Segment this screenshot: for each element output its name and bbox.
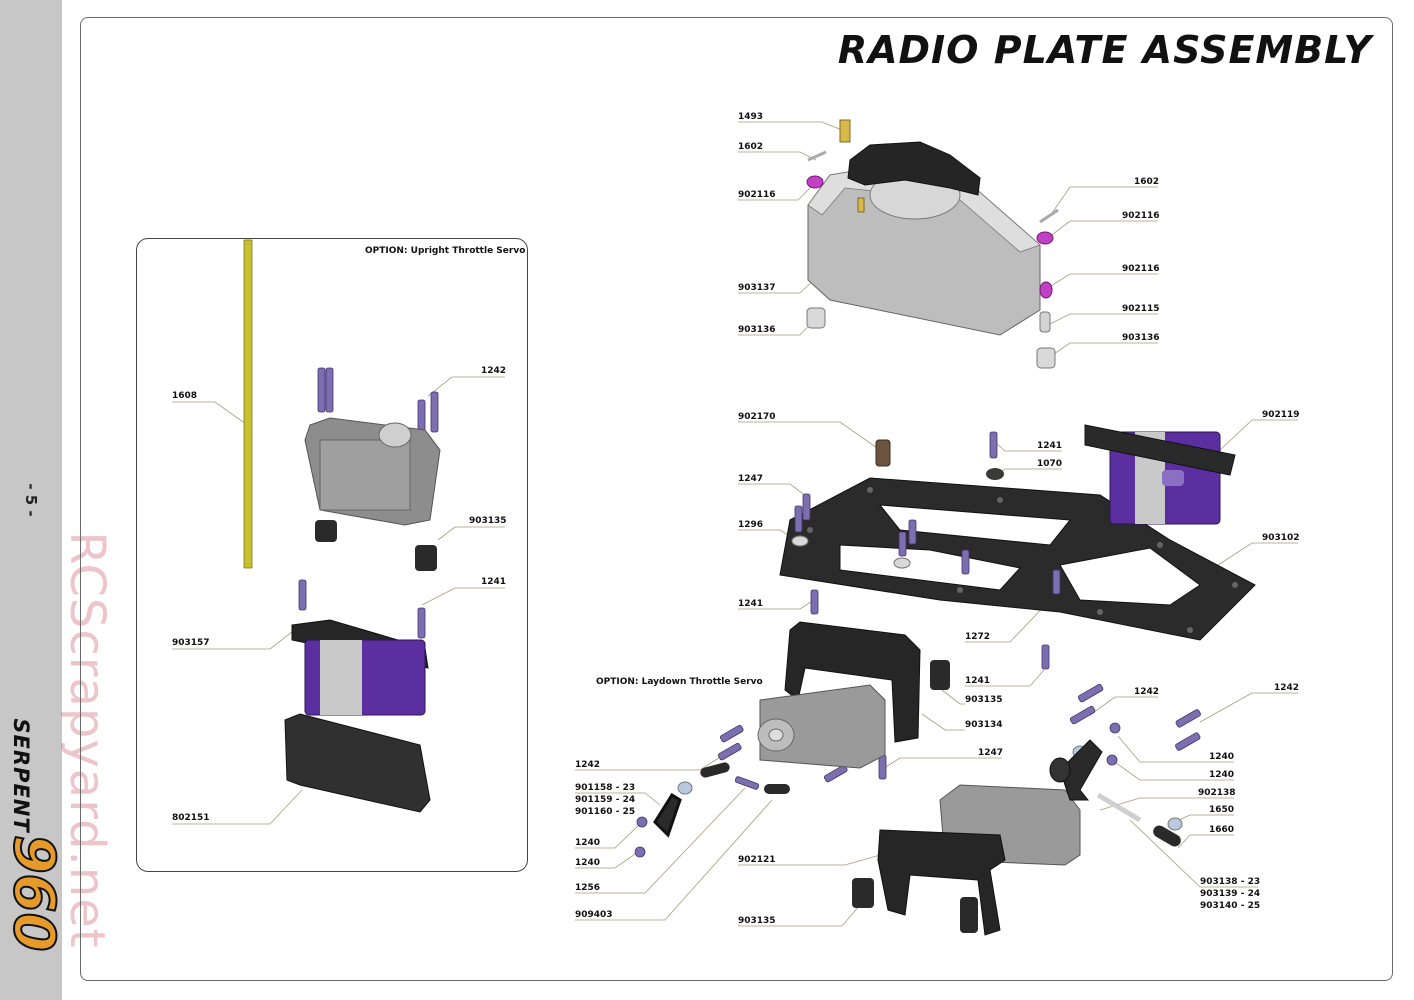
page-title: RADIO PLATE ASSEMBLY <box>837 28 1372 72</box>
part-label-1242: 1242 <box>1274 683 1300 693</box>
lower-servo-mount <box>852 739 1181 936</box>
part-label-1241: 1241 <box>1037 441 1063 451</box>
part-label-1240: 1240 <box>1209 770 1235 780</box>
part-label-1493: 1493 <box>738 112 764 122</box>
part-label-902138: 902138 <box>1198 788 1236 798</box>
part-label-1272: 1272 <box>965 632 991 642</box>
part-label-1242: 1242 <box>1134 687 1160 697</box>
laydown-servo <box>653 621 950 838</box>
part-label-1241: 1241 <box>965 676 991 686</box>
part-label-1240: 1240 <box>1209 752 1235 762</box>
part-label-1242: 1242 <box>575 760 601 770</box>
sidebar: - 5 - SERPENT 960 <box>0 0 67 1000</box>
option-box-upright <box>136 238 528 872</box>
part-label-1242: 1242 <box>481 366 507 376</box>
part-label-903139: 903139 - 24 <box>1200 889 1261 899</box>
part-label-902170: 902170 <box>738 412 776 422</box>
part-label-1070: 1070 <box>1037 459 1063 469</box>
part-label-902116: 902116 <box>1122 264 1160 274</box>
fuel-tank <box>807 119 1041 336</box>
steering-servo <box>986 424 1236 525</box>
tank-hardware <box>806 150 1059 369</box>
part-label-903140: 903140 - 25 <box>1200 901 1261 911</box>
part-label-1650: 1650 <box>1209 805 1235 815</box>
part-label-1256: 1256 <box>575 883 601 893</box>
part-label-903102: 903102 <box>1262 533 1300 543</box>
part-label-903135: 903135 <box>965 695 1003 705</box>
part-label-1247: 1247 <box>738 474 764 484</box>
part-label-903137: 903137 <box>738 283 776 293</box>
part-label-901160: 901160 - 25 <box>575 807 636 817</box>
part-label-1608: 1608 <box>172 391 198 401</box>
part-label-902119: 902119 <box>1262 410 1300 420</box>
part-label-903138: 903138 - 23 <box>1200 877 1261 887</box>
part-label-903136: 903136 <box>1122 333 1160 343</box>
part-label-909403: 909403 <box>575 910 613 920</box>
part-label-902116: 902116 <box>1122 211 1160 221</box>
part-label-903135: 903135 <box>469 516 507 526</box>
part-label-1241: 1241 <box>481 577 507 587</box>
part-label-1602: 1602 <box>738 142 764 152</box>
part-label-901158: 901158 - 23 <box>575 783 636 793</box>
upright-servo-option <box>243 239 441 813</box>
part-label-1660: 1660 <box>1209 825 1235 835</box>
washers <box>677 535 1183 831</box>
part-label-902115: 902115 <box>1122 304 1160 314</box>
part-label-903134: 903134 <box>965 720 1003 730</box>
part-label-1296: 1296 <box>738 520 764 530</box>
part-label-1602: 1602 <box>1134 177 1160 187</box>
diagram-frame <box>80 17 1393 981</box>
part-label-902116: 902116 <box>738 190 776 200</box>
part-label-903135: 903135 <box>738 916 776 926</box>
part-label-1240: 1240 <box>575 838 601 848</box>
option-label-laydown: OPTION: Laydown Throttle Servo <box>596 677 763 687</box>
part-label-1247: 1247 <box>978 748 1004 758</box>
part-label-903157: 903157 <box>172 638 210 648</box>
part-label-903136: 903136 <box>738 325 776 335</box>
part-label-901159: 901159 - 24 <box>575 795 636 805</box>
part-label-902121: 902121 <box>738 855 776 865</box>
option-label-upright: OPTION: Upright Throttle Servo <box>365 246 526 256</box>
part-label-802151: 802151 <box>172 813 210 823</box>
part-label-1241: 1241 <box>738 599 764 609</box>
part-label-1240: 1240 <box>575 858 601 868</box>
